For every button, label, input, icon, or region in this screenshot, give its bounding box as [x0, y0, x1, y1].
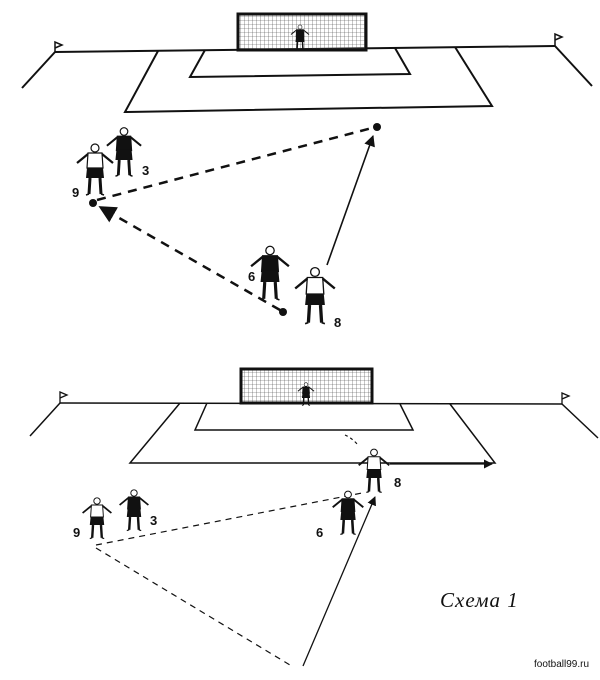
corner-flag-left: [54, 40, 64, 52]
goal-area: [188, 47, 412, 79]
player-number-3: 3: [142, 163, 149, 178]
ball: [373, 123, 381, 131]
penalty-arc: [344, 434, 359, 446]
goal-area: [193, 402, 415, 431]
watermark: football99.ru: [534, 659, 590, 670]
run-arrow-solid: [326, 134, 375, 266]
goalkeeper: [297, 382, 315, 406]
player-9: [76, 143, 114, 196]
left-touchline: [21, 51, 56, 89]
player-8: [358, 448, 390, 494]
player-9: [82, 497, 112, 540]
top-pitch: [21, 12, 593, 114]
player-3: [119, 489, 149, 532]
corner-flag-right: [554, 32, 564, 46]
ball: [89, 199, 97, 207]
corner-flag-right: [561, 392, 571, 404]
player-number-8: 8: [334, 315, 341, 330]
player-8: [294, 266, 336, 325]
player-6: [332, 490, 364, 536]
player-number-3: 3: [150, 513, 157, 528]
pass-path-dashed: [95, 547, 291, 666]
pass-path-dashed: [95, 492, 363, 546]
penalty-area: [128, 402, 497, 464]
right-touchline: [554, 45, 593, 87]
run-arrow-solid: [302, 496, 376, 667]
pass-arrow-dashed: [98, 205, 281, 312]
scheme-caption: Схема 1: [440, 588, 519, 612]
bottom-pitch: [29, 367, 599, 464]
penalty-area: [123, 46, 494, 114]
player-3: [106, 127, 142, 177]
corner-flag-left: [59, 391, 69, 403]
player-number-9: 9: [72, 185, 79, 200]
ball: [279, 308, 287, 316]
player-number-9: 9: [73, 525, 80, 540]
goalkeeper: [290, 24, 310, 51]
right-touchline: [561, 403, 599, 439]
player-6: [250, 245, 290, 301]
player-number-6: 6: [248, 269, 255, 284]
player-number-8: 8: [394, 475, 401, 490]
left-touchline: [29, 402, 61, 437]
player-number-6: 6: [316, 525, 323, 540]
pass-path-dashed: [96, 126, 373, 202]
